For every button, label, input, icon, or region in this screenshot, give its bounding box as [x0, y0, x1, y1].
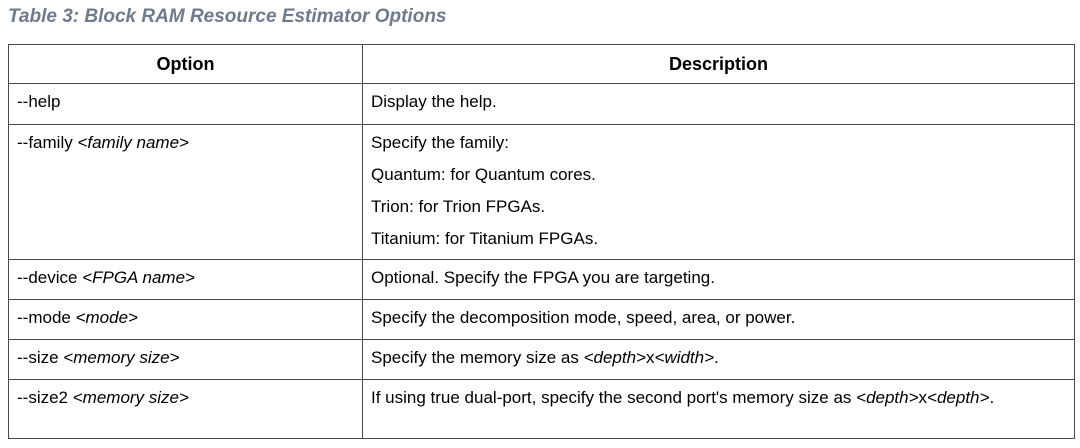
option-name: --help	[17, 92, 61, 111]
options-table: Option Description --help Display the he…	[8, 44, 1075, 439]
description-text: Specify the family:	[371, 133, 509, 152]
option-name: --size	[17, 348, 64, 367]
option-cell: --family <family name>	[8, 124, 363, 260]
option-name: --family	[17, 133, 78, 152]
width-placeholder: <width>	[654, 348, 715, 367]
description-cell: Specify the family: Quantum: for Quantum…	[362, 124, 1075, 260]
option-cell: --size <memory size>	[8, 339, 363, 380]
option-argument: <memory size>	[72, 388, 189, 407]
table-header-row: Option Description	[8, 44, 1075, 84]
header-option: Option	[8, 44, 363, 84]
description-text: If using true dual-port, specify the sec…	[371, 388, 857, 407]
description-text: Quantum: for Quantum cores.	[371, 165, 596, 184]
option-argument: <mode>	[75, 308, 138, 327]
option-argument: <memory size>	[63, 348, 180, 367]
description-cell: Specify the decomposition mode, speed, a…	[362, 299, 1075, 340]
option-name: --mode	[17, 308, 76, 327]
period-text: .	[989, 388, 995, 407]
table-row: --help Display the help.	[8, 83, 1075, 125]
period-text: .	[714, 348, 719, 367]
header-description: Description	[362, 44, 1075, 84]
description-text: Specify the decomposition mode, speed, a…	[371, 308, 796, 327]
table-row: --device <FPGA name> Optional. Specify t…	[8, 259, 1075, 300]
description-text: Display the help.	[371, 92, 497, 111]
description-cell: Optional. Specify the FPGA you are targe…	[362, 259, 1075, 300]
description-cell: If using true dual-port, specify the sec…	[362, 379, 1075, 439]
option-argument: <family name>	[77, 133, 189, 152]
option-cell: --mode <mode>	[8, 299, 363, 340]
description-cell: Display the help.	[362, 83, 1075, 125]
table-row: --size <memory size> Specify the memory …	[8, 339, 1075, 380]
option-cell: --help	[8, 83, 363, 125]
description-text: Optional. Specify the FPGA you are targe…	[371, 268, 715, 287]
table-row: --size2 <memory size> If using true dual…	[8, 379, 1075, 439]
description-text: Titanium: for Titanium FPGAs.	[371, 229, 599, 248]
description-text: Specify the memory size as	[371, 348, 584, 367]
separator-text: x	[645, 348, 655, 367]
option-cell: --size2 <memory size>	[8, 379, 363, 439]
separator-text: x	[918, 388, 928, 407]
depth-placeholder: <depth>	[856, 388, 919, 407]
option-name: --size2	[17, 388, 73, 407]
description-cell: Specify the memory size as <depth>x<widt…	[362, 339, 1075, 380]
option-cell: --device <FPGA name>	[8, 259, 363, 300]
depth-placeholder: <depth>	[927, 388, 990, 407]
table-row: --mode <mode> Specify the decomposition …	[8, 299, 1075, 340]
depth-placeholder: <depth>	[583, 348, 646, 367]
table-row: --family <family name> Specify the famil…	[8, 124, 1075, 260]
option-argument: <FPGA name>	[82, 268, 195, 287]
table-caption: Table 3: Block RAM Resource Estimator Op…	[8, 6, 447, 27]
description-text: Trion: for Trion FPGAs.	[371, 197, 546, 216]
option-name: --device	[17, 268, 83, 287]
